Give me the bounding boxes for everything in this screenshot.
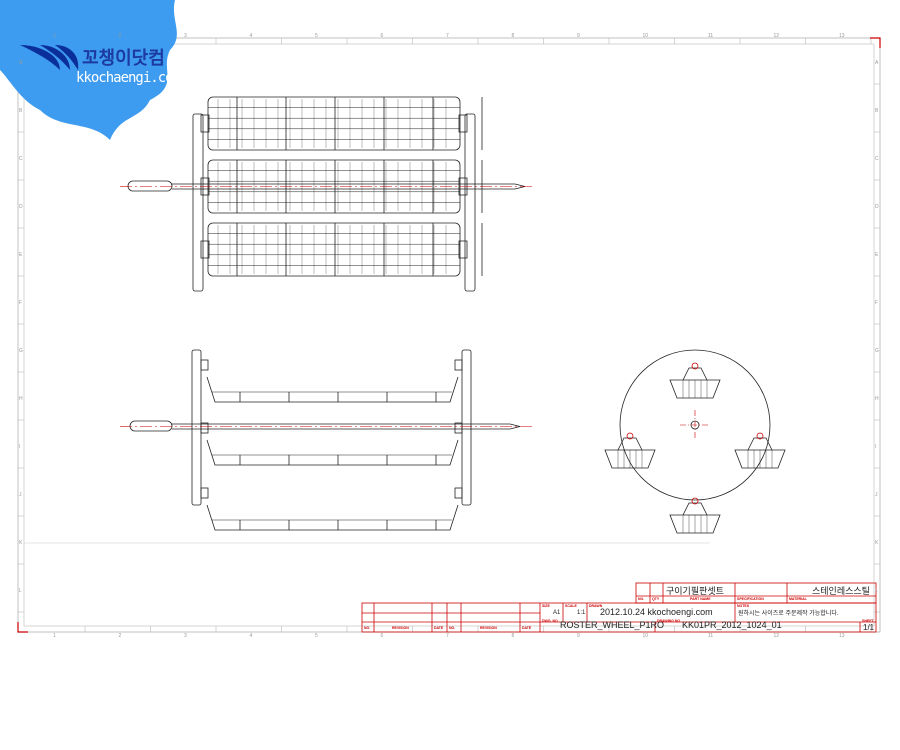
column-label: 9 — [577, 633, 580, 639]
no-label: NO. — [638, 597, 645, 601]
row-label: L — [19, 588, 22, 594]
size: A1 — [553, 610, 561, 616]
basket-pod — [734, 432, 786, 469]
drawing-no: KK01PR_2012_1024_01 — [682, 620, 782, 630]
drawn: 2012.10.24 kkochoengi.com — [600, 607, 713, 617]
scale: 1:1 — [577, 610, 586, 616]
column-label: 10 — [642, 33, 649, 39]
column-label: 10 — [642, 633, 649, 639]
basket-pod — [604, 432, 656, 469]
column-label: 2 — [118, 33, 122, 39]
tray — [200, 487, 463, 531]
title-block — [361, 582, 877, 633]
row-label: F — [19, 300, 23, 306]
column-label: 4 — [249, 33, 253, 39]
column-label: 8 — [511, 633, 515, 639]
row-label: E — [19, 252, 23, 258]
column-label: 7 — [446, 633, 449, 639]
logo-korean-text: 꼬챙이닷컴 — [82, 48, 165, 68]
column-label: 13 — [839, 33, 845, 39]
basket-pod — [669, 362, 721, 399]
basket — [200, 96, 483, 151]
column-label: 13 — [839, 633, 845, 639]
column-label: 6 — [380, 633, 384, 639]
drawing-no-label: DRAWING NO. — [657, 619, 682, 623]
column-label: 8 — [511, 33, 515, 39]
tray — [200, 359, 463, 403]
column-label: 11 — [708, 633, 714, 639]
row-label: H — [875, 396, 879, 402]
column-label: 1 — [53, 33, 56, 39]
dwg-name-label: DWG. NO. — [542, 619, 559, 623]
row-label: A — [19, 60, 23, 66]
tray — [200, 422, 463, 466]
row-label: B — [875, 108, 879, 114]
column-label: 11 — [708, 33, 714, 39]
side-view — [129, 349, 521, 531]
column-label: 2 — [118, 633, 122, 639]
basket-pod — [669, 497, 721, 534]
column-label: 7 — [446, 33, 449, 39]
logo: 꼬챙이닷컴 kkochaengi.com — [0, 0, 200, 150]
row-label: B — [19, 108, 23, 114]
column-label: 3 — [184, 633, 187, 639]
basket — [200, 222, 483, 277]
column-label: 5 — [315, 633, 318, 639]
column-label: 1 — [53, 633, 56, 639]
row-label: J — [875, 492, 878, 498]
row-label: E — [875, 252, 879, 258]
row-label: D — [875, 204, 879, 210]
notes-label: NOTES — [737, 604, 750, 608]
qty-label: QTY — [652, 597, 660, 601]
column-label: 9 — [577, 33, 580, 39]
material-label: MATERIAL — [789, 597, 807, 601]
date-label: DATE — [434, 626, 444, 630]
part-name-label: PART NAME — [690, 597, 711, 601]
spec-label: SPECIFICATION — [737, 597, 764, 601]
row-label: K — [875, 540, 879, 546]
sheet: 1/1 — [863, 623, 875, 632]
row-label: G — [875, 348, 879, 354]
row-label: D — [19, 204, 23, 210]
part-name: 구이기필판셋트 — [666, 586, 724, 596]
row-label: L — [875, 588, 878, 594]
revision-label: REVISION — [392, 626, 409, 630]
logo-domain-text: kkochaengi.com — [76, 70, 181, 86]
column-label: 4 — [249, 633, 253, 639]
row-label: K — [19, 540, 23, 546]
row-label: C — [875, 156, 879, 162]
row-label: H — [19, 396, 23, 402]
row-label: G — [19, 348, 23, 354]
rev-no-label: NO. — [364, 626, 371, 630]
revision-label-2: REVISION — [480, 626, 497, 630]
row-label: J — [19, 492, 22, 498]
notes: 원하시는 사이즈로 주문제작 가능합니다. — [738, 611, 839, 617]
column-label: 12 — [773, 633, 780, 639]
column-label: 12 — [773, 33, 780, 39]
material: 스테인레스스틸 — [812, 586, 870, 596]
end-view — [604, 349, 786, 534]
row-label: I — [875, 444, 877, 450]
rev-no-label-2: NO. — [449, 626, 456, 630]
sheet-label: SHEET — [862, 619, 874, 623]
dwg-name: ROSTER_WHEEL_P1RO — [560, 620, 665, 630]
column-label: 3 — [184, 33, 187, 39]
date-label-2: DATE — [522, 626, 532, 630]
row-label: C — [19, 156, 23, 162]
column-label: 6 — [380, 33, 384, 39]
row-label: F — [875, 300, 879, 306]
column-label: 5 — [315, 33, 318, 39]
row-label: I — [19, 444, 21, 450]
drawn-label: DRAWN — [589, 604, 603, 608]
row-label: A — [875, 60, 879, 66]
scale-label: SCALE — [565, 604, 577, 608]
size-label: SIZE — [542, 604, 550, 608]
